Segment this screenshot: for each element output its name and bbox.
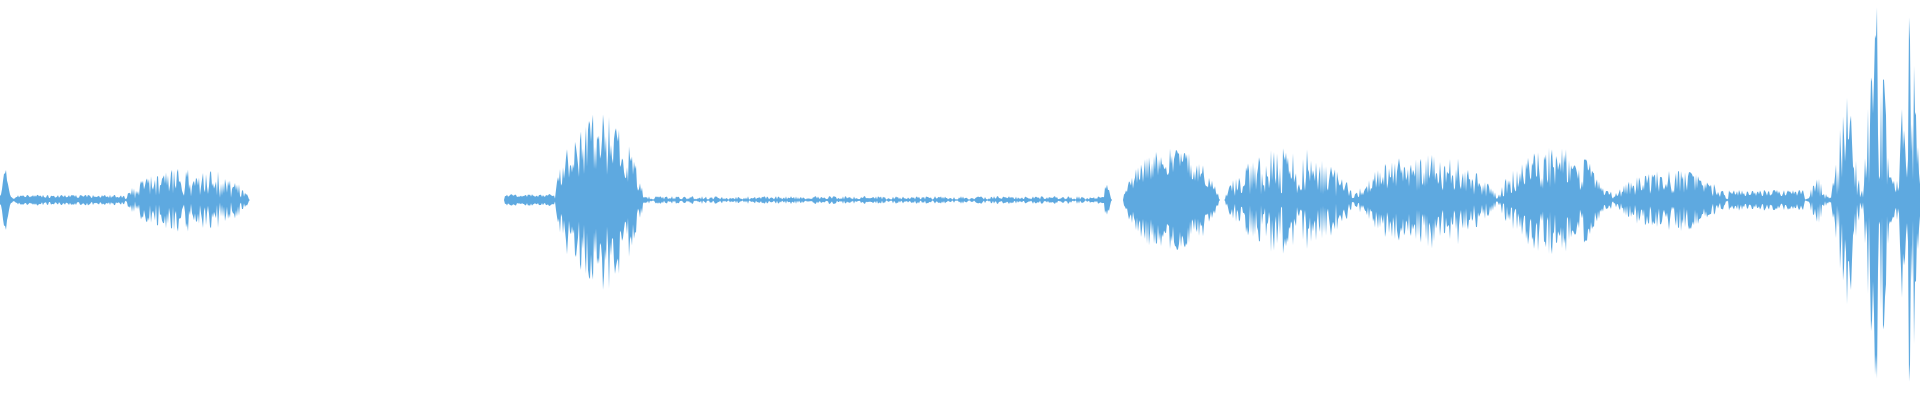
waveform-shape (0, 7, 1920, 382)
